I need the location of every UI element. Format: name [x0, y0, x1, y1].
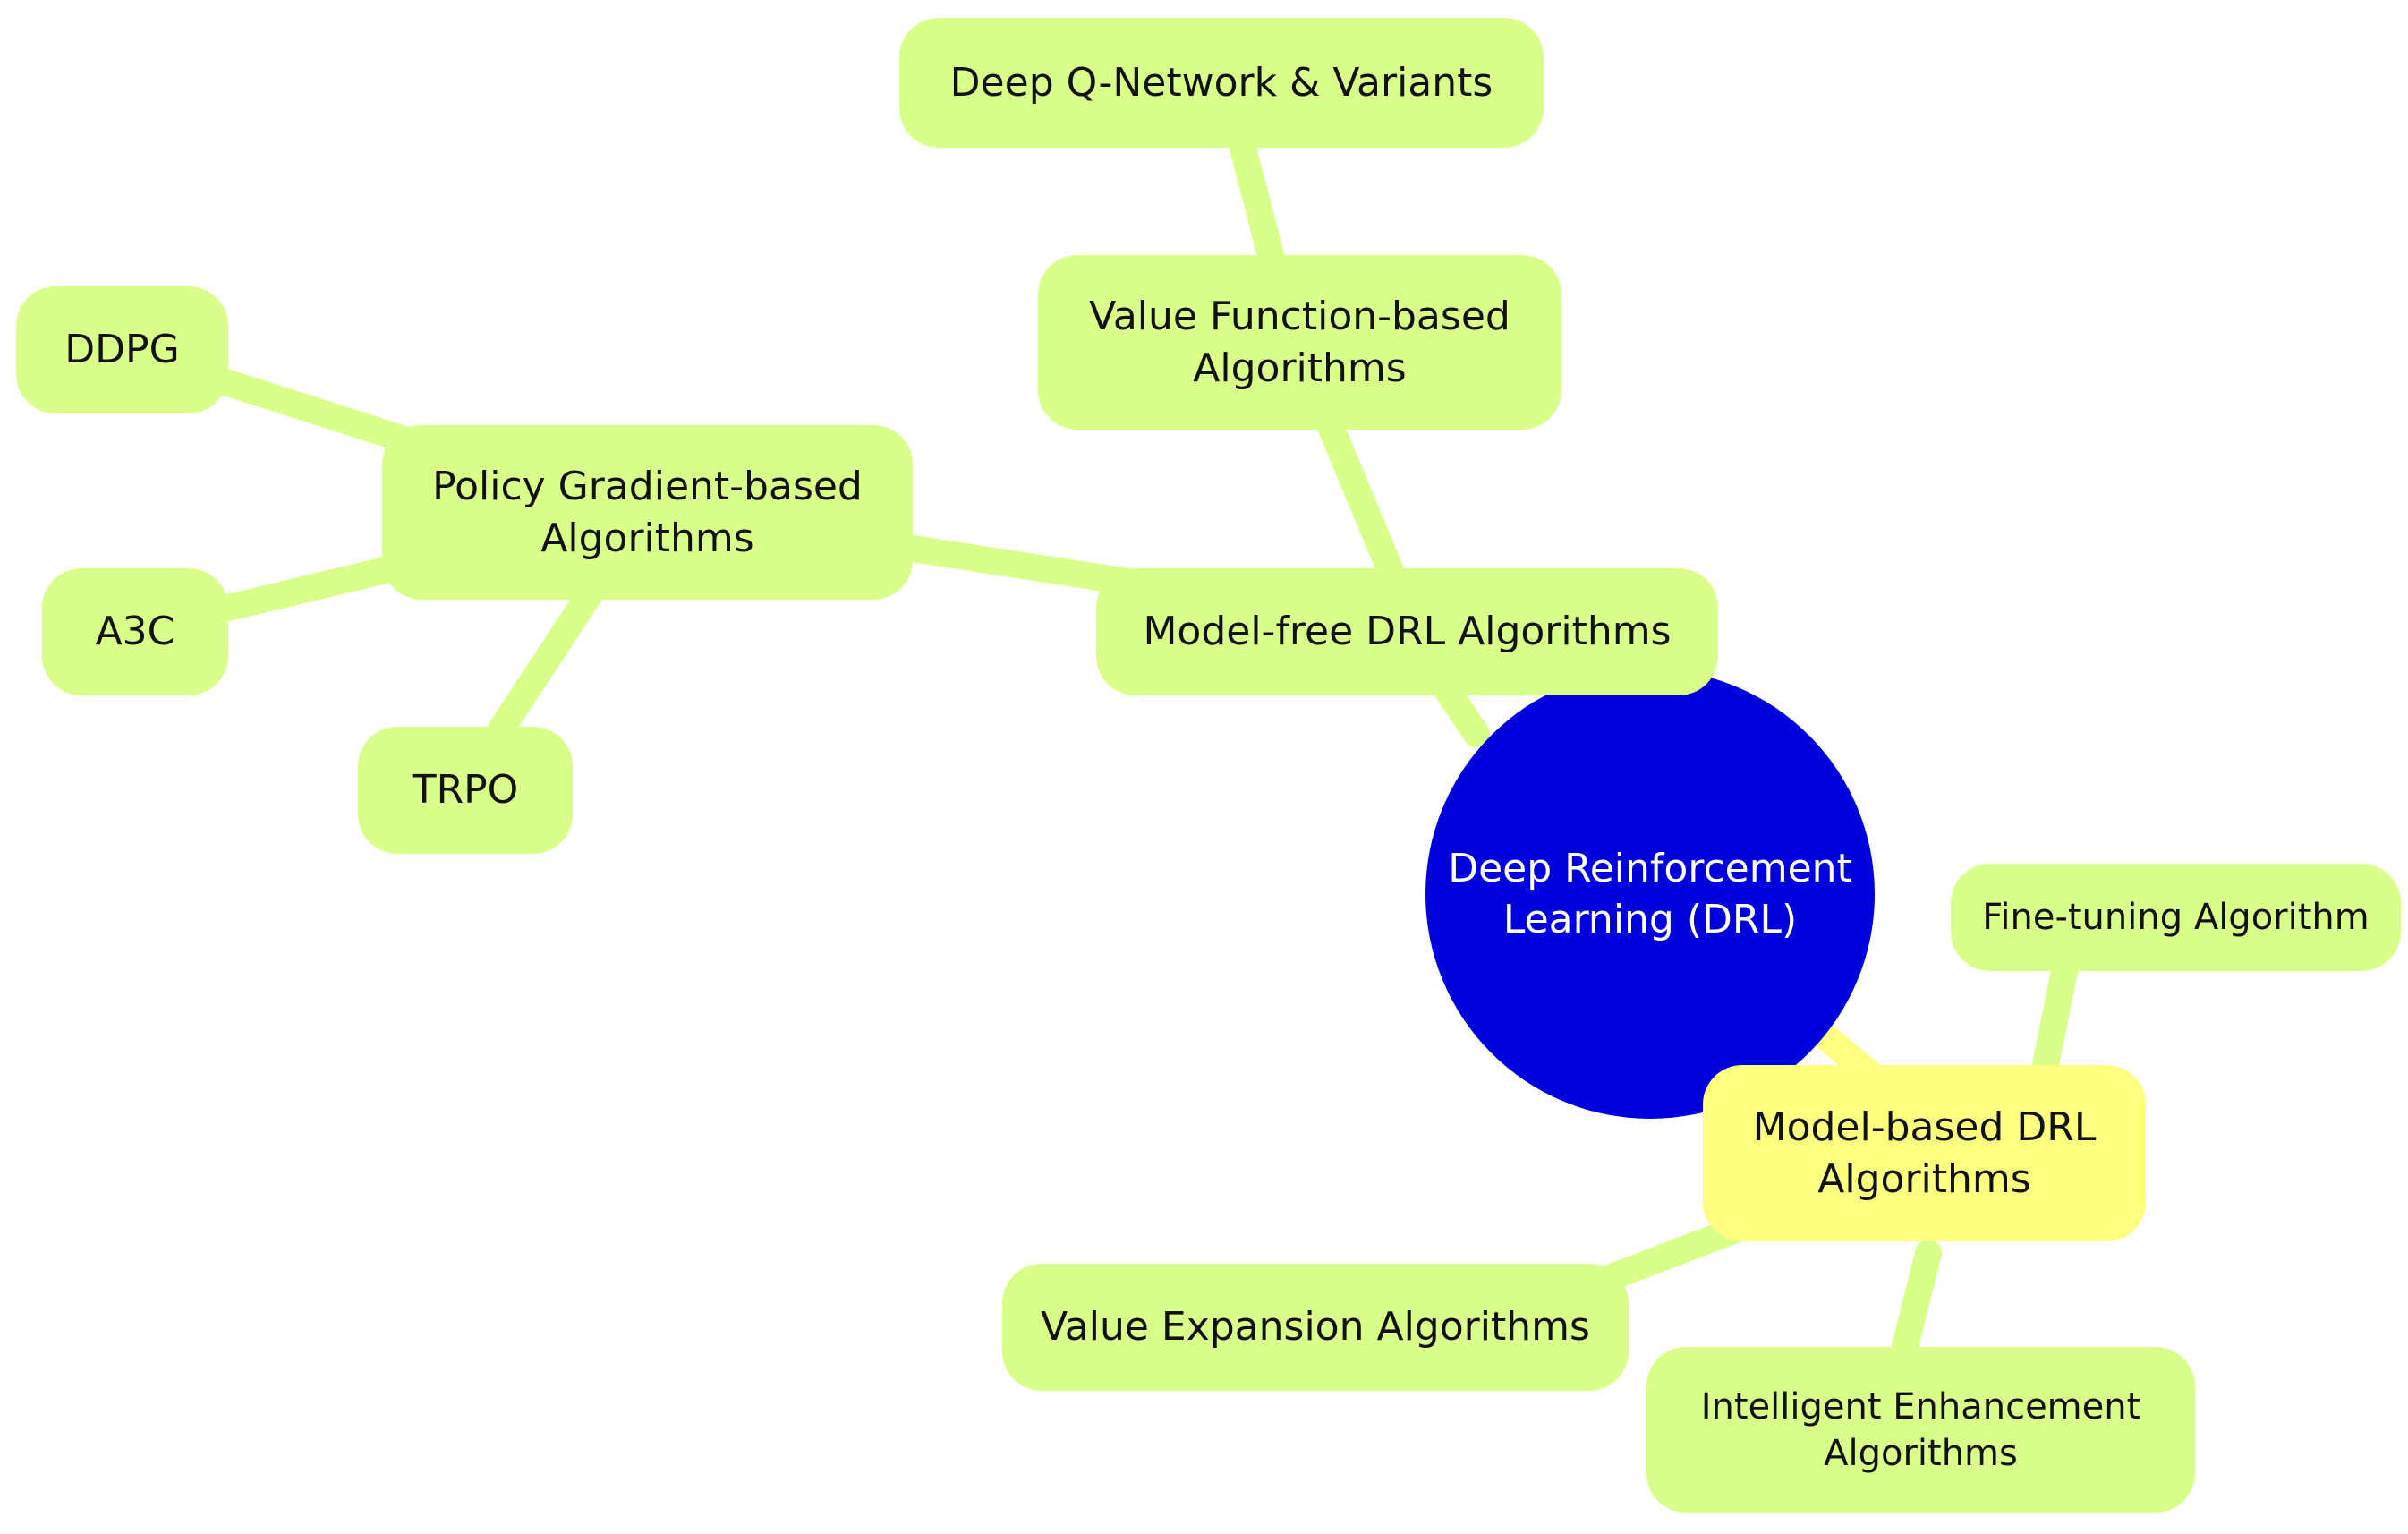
- node-a3c-label: A3C: [95, 609, 175, 655]
- node-fine-tuning: Fine-tuning Algorithm: [1951, 864, 2401, 971]
- node-policy-gradient-label: Policy Gradient-based Algorithms: [432, 464, 863, 561]
- edge-policy-gradient-trpo: [488, 573, 608, 743]
- node-intelligent-enhancement-label: Intelligent Enhancement Algorithms: [1700, 1385, 2141, 1474]
- edge-model-free-value-function: [1311, 398, 1405, 586]
- node-a3c: A3C: [42, 568, 228, 695]
- node-ddpg-label: DDPG: [64, 327, 180, 373]
- node-model-free: Model-free DRL Algorithms: [1096, 568, 1718, 695]
- edge-model-based-value-expansion: [1579, 1213, 1758, 1298]
- node-value-function-label: Value Function-based Algorithms: [1089, 294, 1510, 391]
- node-trpo: TRPO: [358, 727, 573, 854]
- edge-model-based-fine-tuning: [2031, 944, 2080, 1083]
- node-model-based: Model-based DRL Algorithms: [1703, 1065, 2146, 1241]
- node-value-expansion: Value Expansion Algorithms: [1002, 1264, 1629, 1391]
- node-dqn: Deep Q-Network & Variants: [899, 18, 1544, 148]
- node-intelligent-enhancement: Intelligent Enhancement Algorithms: [1646, 1347, 2195, 1513]
- edge-model-based-intelligent-enhancement: [1888, 1240, 1942, 1374]
- node-ddpg: DDPG: [16, 286, 228, 413]
- edge-model-free-policy-gradient: [881, 533, 1141, 595]
- root-node-drl: Deep Reinforcement Learning (DRL): [1425, 669, 1875, 1119]
- node-dqn-label: Deep Q-Network & Variants: [949, 59, 1493, 106]
- edge-policy-gradient-a3c: [192, 550, 425, 626]
- root-node-label: Deep Reinforcement Learning (DRL): [1448, 845, 1852, 942]
- node-model-based-label: Model-based DRL Algorithms: [1752, 1104, 2097, 1202]
- node-value-expansion-label: Value Expansion Algorithms: [1041, 1304, 1590, 1351]
- node-model-free-label: Model-free DRL Algorithms: [1143, 609, 1672, 655]
- node-policy-gradient: Policy Gradient-based Algorithms: [382, 425, 913, 600]
- node-fine-tuning-label: Fine-tuning Algorithm: [1982, 897, 2370, 938]
- edge-policy-gradient-ddpg: [192, 362, 443, 461]
- node-value-function: Value Function-based Algorithms: [1038, 255, 1561, 430]
- node-trpo-label: TRPO: [412, 767, 519, 814]
- edge-value-function-dqn: [1226, 121, 1284, 268]
